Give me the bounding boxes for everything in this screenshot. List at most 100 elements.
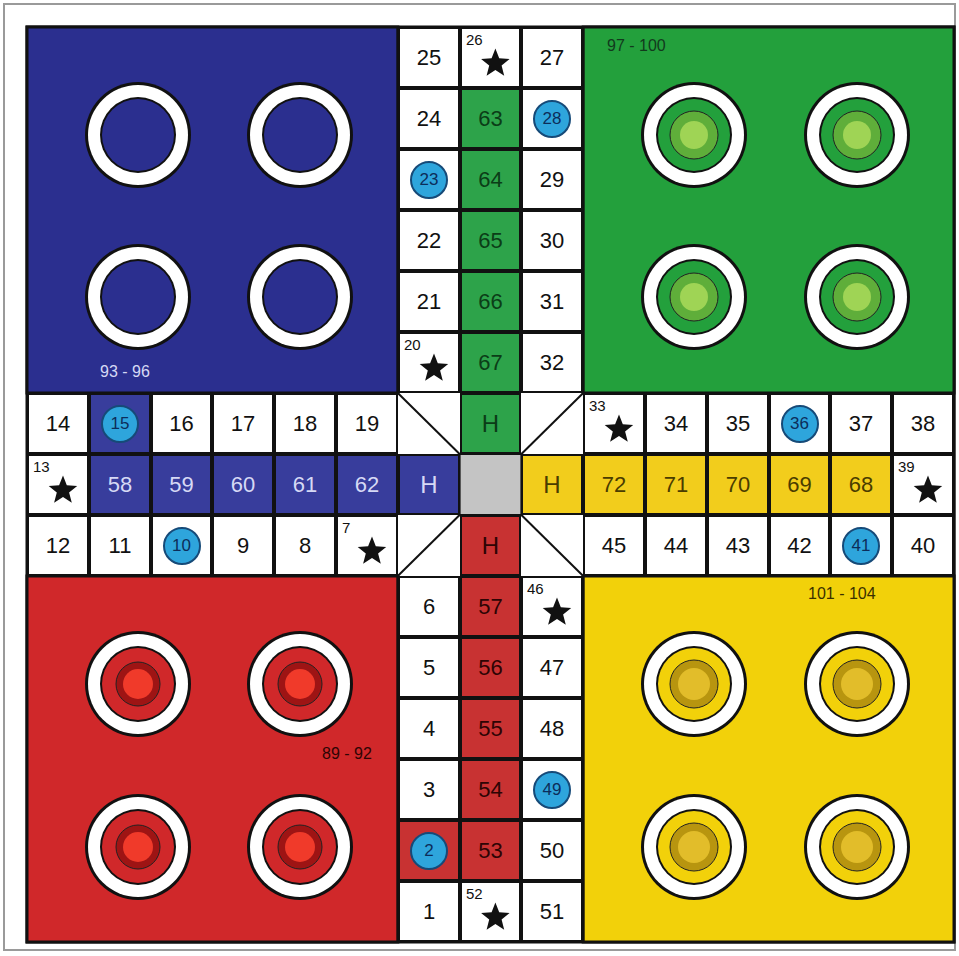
home-entry-square: H bbox=[460, 515, 521, 576]
square-number: 5 bbox=[423, 657, 435, 679]
square-number: 67 bbox=[478, 352, 502, 374]
yard-spot bbox=[841, 831, 873, 863]
page-frame bbox=[4, 4, 955, 950]
yard-ring bbox=[804, 244, 910, 350]
star-symbol bbox=[420, 354, 449, 381]
safe-star-square: 33 bbox=[583, 393, 645, 454]
square-number: 4 bbox=[423, 718, 435, 740]
square-number: 61 bbox=[293, 474, 317, 496]
track-square: 62 bbox=[336, 454, 398, 515]
square-number: 19 bbox=[355, 413, 379, 435]
yard-ring bbox=[656, 646, 732, 722]
yard-ring bbox=[102, 811, 174, 883]
track-square: 16 bbox=[151, 393, 212, 454]
yard-ring bbox=[644, 247, 744, 347]
yard-ring bbox=[250, 634, 350, 734]
track-square: 36 bbox=[769, 393, 830, 454]
track-square: 5 bbox=[398, 637, 460, 698]
yard-ring bbox=[262, 809, 338, 885]
token-number: 23 bbox=[410, 161, 448, 199]
square-number: 57 bbox=[478, 596, 502, 618]
square-number: 66 bbox=[478, 291, 502, 313]
yard-spot bbox=[843, 121, 871, 149]
yard-ring bbox=[641, 631, 747, 737]
token-number: 15 bbox=[101, 405, 139, 443]
centre-diagonal bbox=[521, 393, 583, 454]
yard-ring bbox=[804, 794, 910, 900]
yard-spot bbox=[116, 825, 160, 869]
track-square: 27 bbox=[521, 27, 583, 88]
yard-ring bbox=[88, 85, 188, 185]
yard-spot bbox=[833, 111, 881, 159]
yard-ring bbox=[100, 97, 176, 173]
yard-spot bbox=[670, 660, 718, 708]
square-number: 47 bbox=[540, 657, 564, 679]
track-square: 66 bbox=[460, 271, 521, 332]
star-symbol bbox=[543, 598, 572, 625]
yard-ring bbox=[644, 634, 744, 734]
track-square: 38 bbox=[892, 393, 954, 454]
yard-ring bbox=[100, 809, 176, 885]
yard-ring bbox=[250, 797, 350, 897]
yard-spot bbox=[278, 662, 322, 706]
square-number: 48 bbox=[540, 718, 564, 740]
green-yard bbox=[583, 27, 954, 393]
square-number: 60 bbox=[231, 474, 255, 496]
safe-star-square: 7 bbox=[336, 515, 398, 576]
track-square: 10 bbox=[151, 515, 212, 576]
yard-ring bbox=[88, 634, 188, 734]
safe-star-square: 13 bbox=[27, 454, 89, 515]
yard-spot bbox=[680, 121, 708, 149]
yard-ring bbox=[656, 809, 732, 885]
yard-ring bbox=[262, 259, 338, 335]
track-square: 6 bbox=[398, 576, 460, 637]
home-letter: H bbox=[482, 412, 499, 436]
square-number: 8 bbox=[299, 535, 311, 557]
track-square: 45 bbox=[583, 515, 645, 576]
yard-ring bbox=[644, 797, 744, 897]
square-number: 51 bbox=[540, 901, 564, 923]
track-square: 48 bbox=[521, 698, 583, 759]
yard-ring bbox=[247, 244, 353, 350]
yard-spot bbox=[278, 825, 322, 869]
track-square: 63 bbox=[460, 88, 521, 149]
centre-square bbox=[460, 454, 522, 515]
star-symbol bbox=[49, 476, 77, 503]
yard-ring bbox=[85, 631, 191, 737]
yard-spot bbox=[833, 660, 881, 708]
token-number: 36 bbox=[781, 405, 819, 443]
yard-ring bbox=[264, 811, 336, 883]
square-number: 72 bbox=[602, 474, 626, 496]
yard-ring bbox=[807, 797, 907, 897]
track-square: 18 bbox=[274, 393, 336, 454]
square-number: 30 bbox=[540, 230, 564, 252]
track-square: 64 bbox=[460, 149, 521, 210]
track-square: 37 bbox=[830, 393, 892, 454]
track-square: 30 bbox=[521, 210, 583, 271]
track-square: 55 bbox=[460, 698, 521, 759]
track-square: 51 bbox=[521, 881, 583, 942]
yard-ring bbox=[102, 99, 174, 171]
token-number: 2 bbox=[410, 832, 448, 870]
square-number: 37 bbox=[849, 413, 873, 435]
yard-ring bbox=[821, 261, 893, 333]
yard-ring bbox=[264, 648, 336, 720]
track-square: 60 bbox=[212, 454, 274, 515]
range-label: 89 - 92 bbox=[322, 746, 372, 762]
yard-spot bbox=[843, 283, 871, 311]
token-number: 28 bbox=[533, 100, 571, 138]
yard-ring bbox=[807, 634, 907, 734]
yard-ring bbox=[821, 648, 893, 720]
token-number: 10 bbox=[163, 527, 201, 565]
square-number: 17 bbox=[231, 413, 255, 435]
square-number: 43 bbox=[726, 535, 750, 557]
yard-ring bbox=[264, 99, 336, 171]
square-number: 39 bbox=[898, 459, 915, 474]
track-square: 58 bbox=[89, 454, 151, 515]
yard-ring bbox=[658, 811, 730, 883]
square-number: 14 bbox=[46, 413, 70, 435]
track-square: 2 bbox=[398, 820, 460, 881]
home-letter: H bbox=[543, 473, 560, 497]
yard-ring bbox=[264, 261, 336, 333]
